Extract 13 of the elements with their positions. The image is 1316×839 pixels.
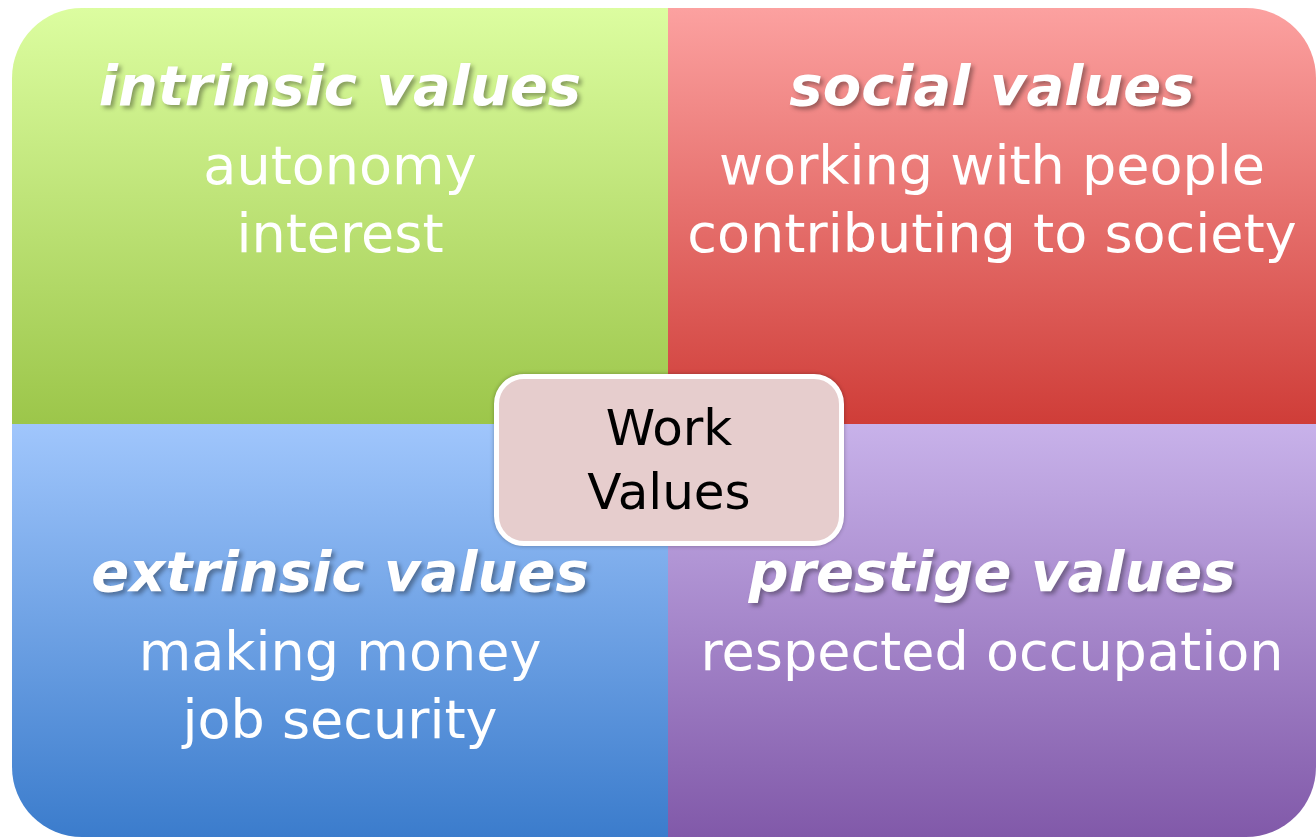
value-item: job security: [182, 687, 498, 753]
value-item: respected occupation: [700, 619, 1284, 685]
value-item: contributing to society: [687, 201, 1297, 267]
value-item: autonomy: [203, 133, 477, 199]
value-item: working with people: [718, 133, 1266, 199]
value-item: interest: [236, 201, 444, 267]
value-item: making money: [138, 619, 542, 685]
quadrant-heading: social values: [789, 53, 1195, 118]
center-title: Work Values: [586, 398, 752, 523]
quadrant-heading: intrinsic values: [98, 53, 582, 118]
quadrant-heading: extrinsic values: [91, 539, 589, 604]
quadrant-heading: prestige values: [748, 539, 1236, 604]
center-box: [494, 374, 844, 546]
